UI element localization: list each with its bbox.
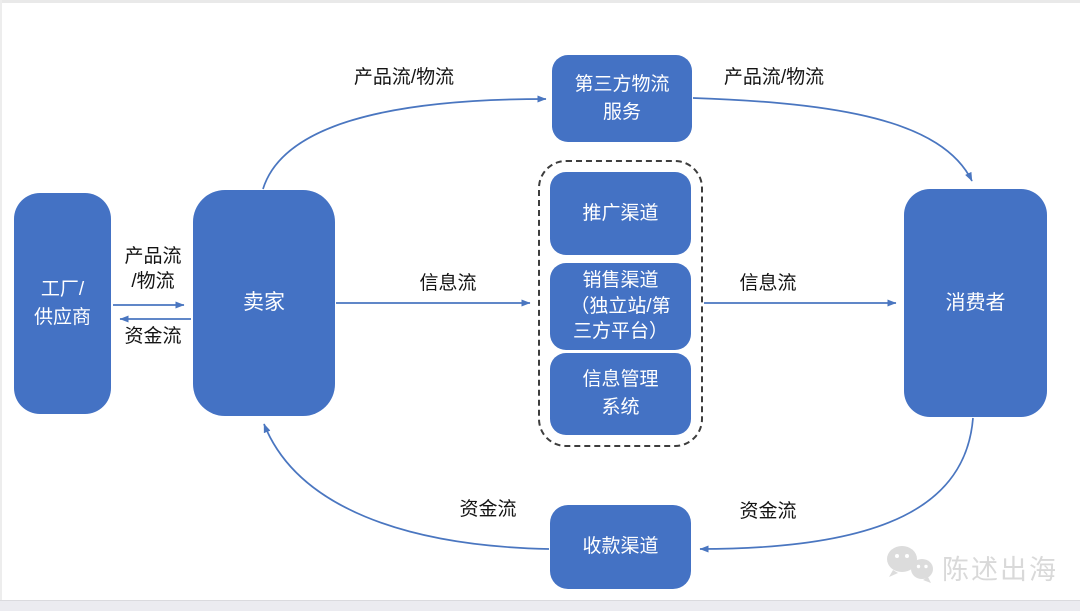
- wechat-icon: [884, 544, 936, 591]
- label-capital-flow-bottom-left: 资金流: [459, 499, 517, 520]
- watermark: 陈述出海: [884, 544, 1058, 591]
- label-capital-flow-left: 资金流: [124, 326, 182, 347]
- node-factory-supplier: 工厂/ 供应商: [14, 193, 111, 414]
- node-third-party-logistics: 第三方物流 服务: [552, 55, 692, 142]
- node-consumer: 消费者: [904, 189, 1047, 417]
- edge-consumer-to-payment: [699, 417, 974, 553]
- node-info-management-system: 信息管理 系统: [550, 353, 691, 435]
- label-info-flow-right: 信息流: [739, 273, 797, 294]
- label-product-flow-top-right: 产品流/物流: [723, 67, 825, 88]
- node-promotion-channel: 推广渠道: [550, 172, 691, 255]
- label-capital-flow-bottom-right: 资金流: [739, 501, 797, 522]
- node-sales-channel: 销售渠道 （独立站/第 三方平台）: [550, 263, 691, 350]
- label-info-flow-left: 信息流: [419, 273, 477, 294]
- frame-top-line: [0, 0, 1080, 3]
- edge-logistics-to-consumer: [692, 97, 973, 182]
- label-product-flow-top-left: 产品流/物流: [353, 67, 455, 88]
- edge-seller-to-logistics: [262, 95, 547, 190]
- bottom-bar: [0, 600, 1080, 611]
- node-payment-channel: 收款渠道: [550, 505, 691, 589]
- edge-payment-to-seller: [263, 423, 550, 550]
- frame-left-line: [0, 0, 2, 600]
- label-product-flow-left: 产品流 /物流: [124, 246, 182, 292]
- node-seller: 卖家: [193, 190, 335, 416]
- watermark-text: 陈述出海: [942, 555, 1058, 585]
- channels-group-outline: [538, 160, 703, 447]
